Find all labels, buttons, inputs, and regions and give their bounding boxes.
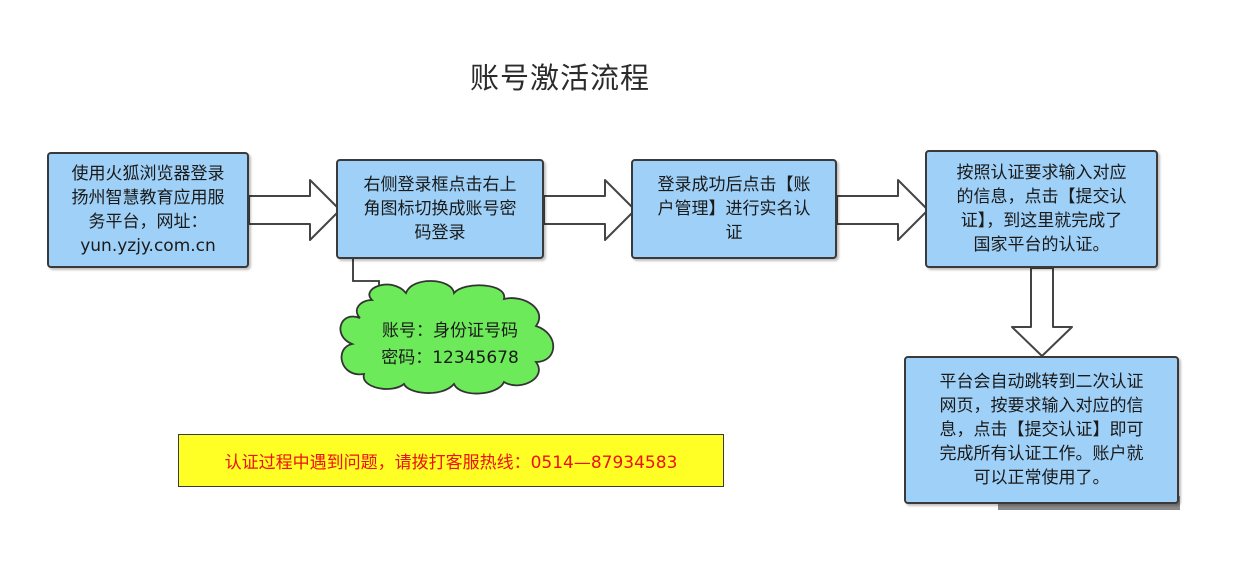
arrow-step2-to-step3 bbox=[543, 179, 636, 241]
step-4-box: 按照认证要求输入对应 的信息，点击【提交认 证】，到这里就完成了 国家平台的认证… bbox=[925, 150, 1158, 268]
diagram-title: 账号激活流程 bbox=[469, 61, 650, 95]
arrow-step3-to-step4 bbox=[836, 179, 929, 241]
support-hotline-note: 认证过程中遇到问题，请拨打客服热线：0514—87934583 bbox=[178, 434, 724, 487]
step-2-box: 右侧登录框点击右上 角图标切换成账号密 码登录 bbox=[336, 159, 544, 259]
arrow-step1-to-step2 bbox=[248, 179, 341, 241]
credentials-cloud bbox=[339, 280, 555, 395]
step-5-box: 平台会自动跳转到二次认证 网页，按要求输入对应的信 息，点击【提交认证】即可 完… bbox=[904, 356, 1179, 504]
arrow-step4-to-step5 bbox=[1011, 267, 1073, 357]
step-1-box: 使用火狐浏览器登录 扬州智慧教育应用服 务平台，网址： yun.yzjy.com… bbox=[47, 152, 249, 268]
credentials-cloud-text: 账号：身份证号码 密码：12345678 bbox=[381, 321, 519, 368]
step-3-box: 登录成功后点击【账 户管理】进行实名认 证 bbox=[631, 159, 837, 259]
